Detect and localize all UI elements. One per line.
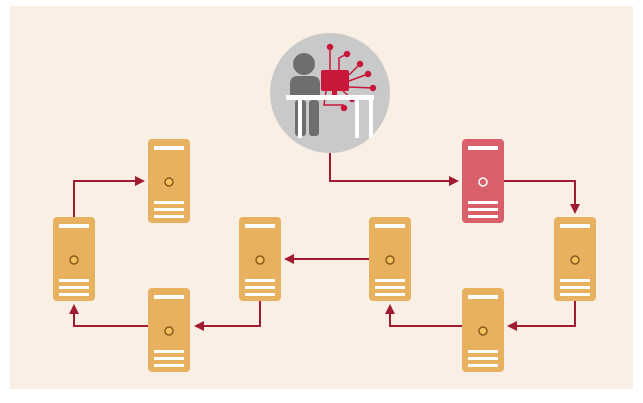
server-power-led bbox=[164, 326, 174, 336]
server-power-led bbox=[69, 255, 79, 265]
server-top-slot bbox=[245, 224, 275, 228]
server-drive-bay bbox=[154, 364, 184, 367]
server-drive-bay bbox=[59, 286, 89, 289]
server-drive-bay bbox=[245, 293, 275, 296]
server-drive-bay bbox=[468, 208, 498, 211]
server-drive-bay bbox=[375, 286, 405, 289]
server-drive-bay bbox=[154, 208, 184, 211]
server-drive-bay bbox=[154, 357, 184, 360]
servers bbox=[53, 139, 596, 372]
server-tower-icon bbox=[239, 217, 281, 301]
server-power-led bbox=[164, 177, 174, 187]
arrow-center-left-to-left-bottom bbox=[194, 301, 261, 331]
server-tower-icon bbox=[148, 139, 190, 223]
server-top-slot bbox=[468, 295, 498, 299]
desk bbox=[286, 95, 374, 138]
server-drive-bay bbox=[560, 279, 590, 282]
server-drive-bay bbox=[468, 350, 498, 353]
arrow-right-bottom-to-center-right bbox=[385, 304, 462, 327]
server-tower-icon bbox=[462, 288, 504, 372]
monitor-icon bbox=[321, 70, 349, 95]
server-power-led bbox=[478, 177, 488, 187]
arrow-right-top-to-right-outer bbox=[504, 180, 580, 214]
server-power-led bbox=[385, 255, 395, 265]
person-figure bbox=[290, 53, 320, 136]
circuit-lines bbox=[323, 43, 377, 112]
server-tower-icon bbox=[148, 288, 190, 372]
server-top-slot bbox=[375, 224, 405, 228]
server-drive-bay bbox=[375, 279, 405, 282]
arrow-right-outer-to-right-bottom bbox=[507, 301, 576, 331]
server-drive-bay bbox=[560, 286, 590, 289]
server-drive-bay bbox=[375, 293, 405, 296]
server-power-led bbox=[478, 326, 488, 336]
server-tower-icon bbox=[554, 217, 596, 301]
server-top-slot bbox=[560, 224, 590, 228]
server-top-slot bbox=[59, 224, 89, 228]
compromised-server-icon bbox=[462, 139, 504, 223]
connections bbox=[69, 153, 580, 331]
hacker-at-computer-icon bbox=[270, 33, 390, 153]
server-tower-icon bbox=[53, 217, 95, 301]
server-drive-bay bbox=[468, 364, 498, 367]
server-drive-bay bbox=[468, 201, 498, 204]
server-power-led bbox=[255, 255, 265, 265]
server-top-slot bbox=[154, 295, 184, 299]
server-drive-bay bbox=[59, 293, 89, 296]
server-drive-bay bbox=[468, 357, 498, 360]
server-top-slot bbox=[468, 146, 498, 150]
server-drive-bay bbox=[154, 201, 184, 204]
server-drive-bay bbox=[59, 279, 89, 282]
server-drive-bay bbox=[154, 215, 184, 218]
server-drive-bay bbox=[245, 279, 275, 282]
arrow-operator-to-right-top bbox=[329, 153, 459, 186]
server-tower-icon bbox=[369, 217, 411, 301]
arrow-left-outer-to-left-top bbox=[73, 176, 145, 217]
server-drive-bay bbox=[468, 215, 498, 218]
server-drive-bay bbox=[560, 293, 590, 296]
arrow-left-bottom-to-left-outer bbox=[69, 304, 148, 327]
server-top-slot bbox=[154, 146, 184, 150]
server-power-led bbox=[570, 255, 580, 265]
server-drive-bay bbox=[245, 286, 275, 289]
server-drive-bay bbox=[154, 350, 184, 353]
